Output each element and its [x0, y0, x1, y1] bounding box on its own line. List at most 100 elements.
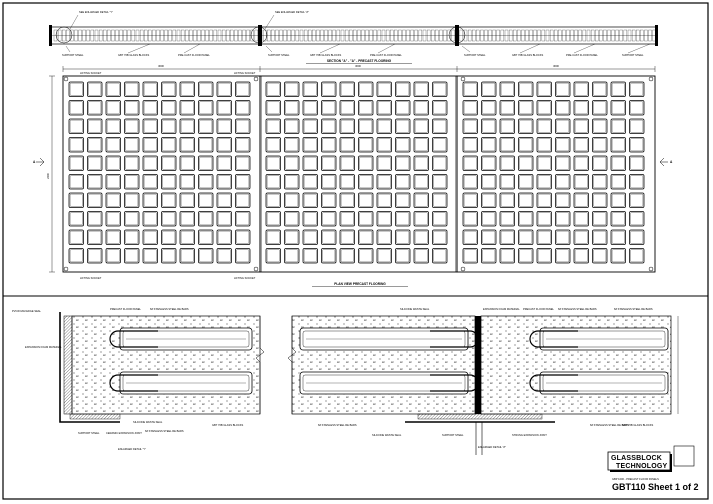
glass-block — [395, 248, 411, 264]
glass-block-inner — [433, 230, 447, 244]
glass-block-inner — [414, 156, 428, 170]
section-glass-block — [180, 29, 185, 42]
glass-block-inner — [199, 175, 213, 189]
glass-block — [592, 174, 608, 190]
glass-block — [87, 81, 103, 97]
glass-block — [481, 118, 497, 134]
section-glass-block — [554, 29, 558, 42]
glass-block — [87, 137, 103, 153]
section-glass-block — [107, 29, 111, 42]
callout-support-steel: SUPPORT STEEL — [268, 53, 290, 57]
callout-detail-y: SEE ENLARGED DETAIL "Y" — [79, 10, 113, 14]
section-glass-block — [53, 29, 58, 42]
glass-block-inner — [322, 193, 336, 207]
glass-block-inner — [266, 230, 280, 244]
glass-block — [499, 137, 515, 153]
glass-block-inner — [162, 249, 176, 263]
section-glass-block — [291, 29, 295, 42]
glass-block — [321, 229, 337, 245]
glass-block — [610, 137, 626, 153]
glass-block-inner — [303, 249, 317, 263]
glass-block — [358, 174, 374, 190]
glass-block — [105, 248, 121, 264]
glass-block — [105, 229, 121, 245]
glass-block — [235, 248, 251, 264]
glass-block-inner — [125, 101, 139, 115]
lifting-socket — [460, 266, 466, 272]
glass-block — [462, 118, 478, 134]
section-glass-block — [160, 29, 164, 42]
glass-block — [179, 211, 195, 227]
section-glass-block — [435, 29, 439, 42]
detail-glass-block-inner — [122, 330, 250, 348]
glass-block — [68, 100, 84, 116]
glass-block-inner — [556, 82, 570, 96]
section-glass-block — [205, 29, 209, 42]
glass-block — [395, 81, 411, 97]
glass-block — [462, 81, 478, 97]
glass-block-inner — [630, 212, 644, 226]
glass-block-inner — [180, 212, 194, 226]
glass-block-inner — [377, 119, 391, 133]
glass-block-inner — [556, 138, 570, 152]
glass-block-inner — [106, 230, 120, 244]
label-silicone-seal: SILICONE WASTE SEAL — [400, 307, 430, 311]
glass-block — [87, 174, 103, 190]
glass-block — [610, 81, 626, 97]
glass-block-inner — [340, 249, 354, 263]
glass-block-inner — [611, 175, 625, 189]
section-glass-block — [619, 29, 623, 42]
glass-block-inner — [593, 156, 607, 170]
section-glass-block — [615, 29, 619, 42]
section-glass-block — [357, 29, 361, 42]
detail-glass-block-inner — [122, 374, 250, 392]
section-glass-block — [74, 29, 78, 42]
glass-block — [536, 100, 552, 116]
section-glass-block — [353, 29, 357, 42]
glass-block — [265, 174, 281, 190]
glass-block — [216, 174, 232, 190]
section-glass-block — [595, 29, 599, 42]
glass-block — [302, 137, 318, 153]
glass-block — [161, 137, 177, 153]
glass-block-inner — [433, 138, 447, 152]
glass-block — [518, 155, 534, 171]
glass-block-inner — [69, 101, 83, 115]
glass-block — [161, 211, 177, 227]
glass-block — [302, 229, 318, 245]
glass-block — [413, 81, 429, 97]
glass-block-inner — [482, 119, 496, 133]
section-glass-block — [607, 29, 611, 42]
section-glass-block — [426, 29, 431, 42]
glass-block-inner — [180, 230, 194, 244]
glass-block — [87, 211, 103, 227]
glass-block-inner — [285, 119, 299, 133]
precast-panel-3 — [456, 75, 656, 273]
glass-block — [499, 100, 515, 116]
dimension-label: 2400 — [46, 173, 50, 179]
section-glass-block — [254, 29, 259, 42]
glass-block — [376, 155, 392, 171]
glass-block — [481, 81, 497, 97]
glass-block — [105, 211, 121, 227]
glass-block-inner — [217, 156, 231, 170]
glass-block — [358, 137, 374, 153]
leader-line — [183, 43, 201, 54]
glass-block-inner — [143, 249, 157, 263]
glass-block-inner — [574, 119, 588, 133]
section-glass-block — [373, 29, 377, 42]
glass-block-inner — [266, 101, 280, 115]
label-precast-panel: PRECAST FLOOR PANEL — [523, 307, 554, 311]
glass-block-inner — [574, 138, 588, 152]
glass-block-inner — [611, 193, 625, 207]
glass-block — [321, 192, 337, 208]
glass-block-inner — [125, 212, 139, 226]
glass-block — [87, 248, 103, 264]
section-glass-block — [176, 29, 181, 42]
section-glass-block — [517, 29, 521, 42]
plan-caption: PLAN VIEW PRECAST FLOORING — [334, 282, 386, 286]
glass-block — [87, 229, 103, 245]
section-glass-block — [537, 29, 541, 42]
section-glass-block — [431, 29, 435, 42]
glass-block-inner — [500, 138, 514, 152]
